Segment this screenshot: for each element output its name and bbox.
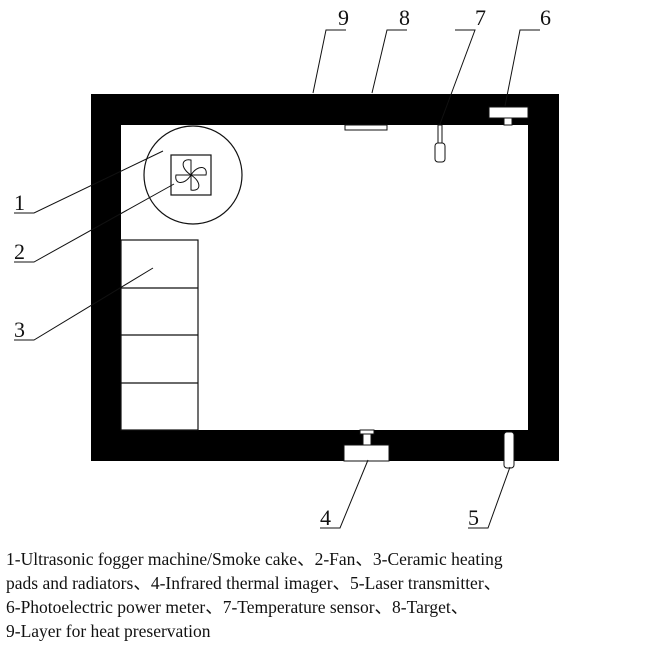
callout-9: 9 xyxy=(338,5,349,30)
caption-line: pads and radiators、4-Infrared thermal im… xyxy=(6,573,502,593)
callout-6: 6 xyxy=(540,5,551,30)
callout-5: 5 xyxy=(468,505,479,530)
callout-8: 8 xyxy=(399,5,410,30)
callout-7: 7 xyxy=(475,5,486,30)
caption-line: 6-Photoelectric power meter、7-Temperatur… xyxy=(6,597,469,617)
target xyxy=(344,124,388,131)
heat-preservation-wall xyxy=(91,94,559,461)
temperature-sensor xyxy=(434,124,446,163)
chamber-diagram: 1 2 3 4 5 6 7 8 9 xyxy=(14,5,559,530)
callout-4: 4 xyxy=(320,505,331,530)
fogger-machine xyxy=(143,125,243,225)
callout-3: 3 xyxy=(14,317,25,342)
callout-1: 1 xyxy=(14,190,25,215)
caption-line: 9-Layer for heat preservation xyxy=(6,621,211,641)
caption-line: 1-Ultrasonic fogger machine/Smoke cake、2… xyxy=(6,549,503,569)
fan-icon xyxy=(170,154,212,196)
photoelectric-power-meter xyxy=(488,106,529,126)
callout-2: 2 xyxy=(14,239,25,264)
leader-lines xyxy=(14,29,540,529)
ceramic-heating-pads xyxy=(120,239,199,431)
laser-transmitter xyxy=(503,431,515,469)
infrared-thermal-imager xyxy=(343,429,390,462)
figure-caption: 1-Ultrasonic fogger machine/Smoke cake、2… xyxy=(6,547,640,643)
